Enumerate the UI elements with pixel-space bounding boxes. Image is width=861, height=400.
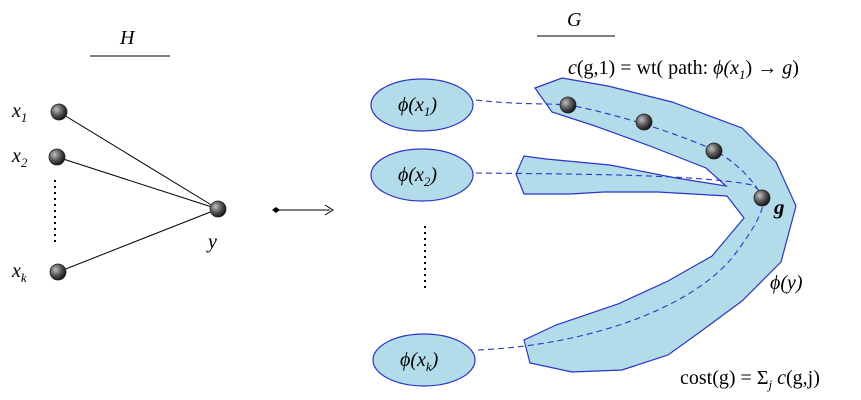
label-x1: x1 [11,100,27,125]
label-xk: xk [11,260,27,285]
formula-cost: cost(g) = Σj c(g,j) [680,367,820,392]
ellipse-label-1: ϕ(x1) [398,94,437,119]
ellipse-label-2: ϕ(x2) [398,164,437,189]
node-x2 [48,148,66,166]
node-g [753,189,771,207]
formula-path-weight: c(g,1) = wt( path: ϕ(x1) → g) [568,57,799,82]
title-g: G [567,9,582,31]
mapping-arrow [272,204,334,216]
edge-x1-y [58,111,219,210]
node-xk [49,263,67,281]
label-y: y [206,231,217,253]
edge-x2-y [56,156,219,210]
dashed-path-x2 [475,172,765,201]
title-h: H [119,27,136,49]
phi-y-region [515,77,797,373]
ellipse-phi-x1 [370,78,474,132]
node-x1 [50,103,68,121]
edge-xk-y [57,208,219,273]
label-phi-y: ϕ(y) [770,272,803,294]
ellipse-phi-x2 [370,148,474,202]
label-g: g [773,195,785,219]
path-node-3 [705,142,723,160]
node-y [209,200,227,218]
ellipse-label-k: ϕ(xk) [400,349,439,374]
path-node-2 [635,113,653,131]
dashed-path-xk [477,203,764,351]
path-node-1 [559,96,577,114]
label-x2: x2 [11,145,28,170]
ellipse-phi-xk [372,333,476,387]
